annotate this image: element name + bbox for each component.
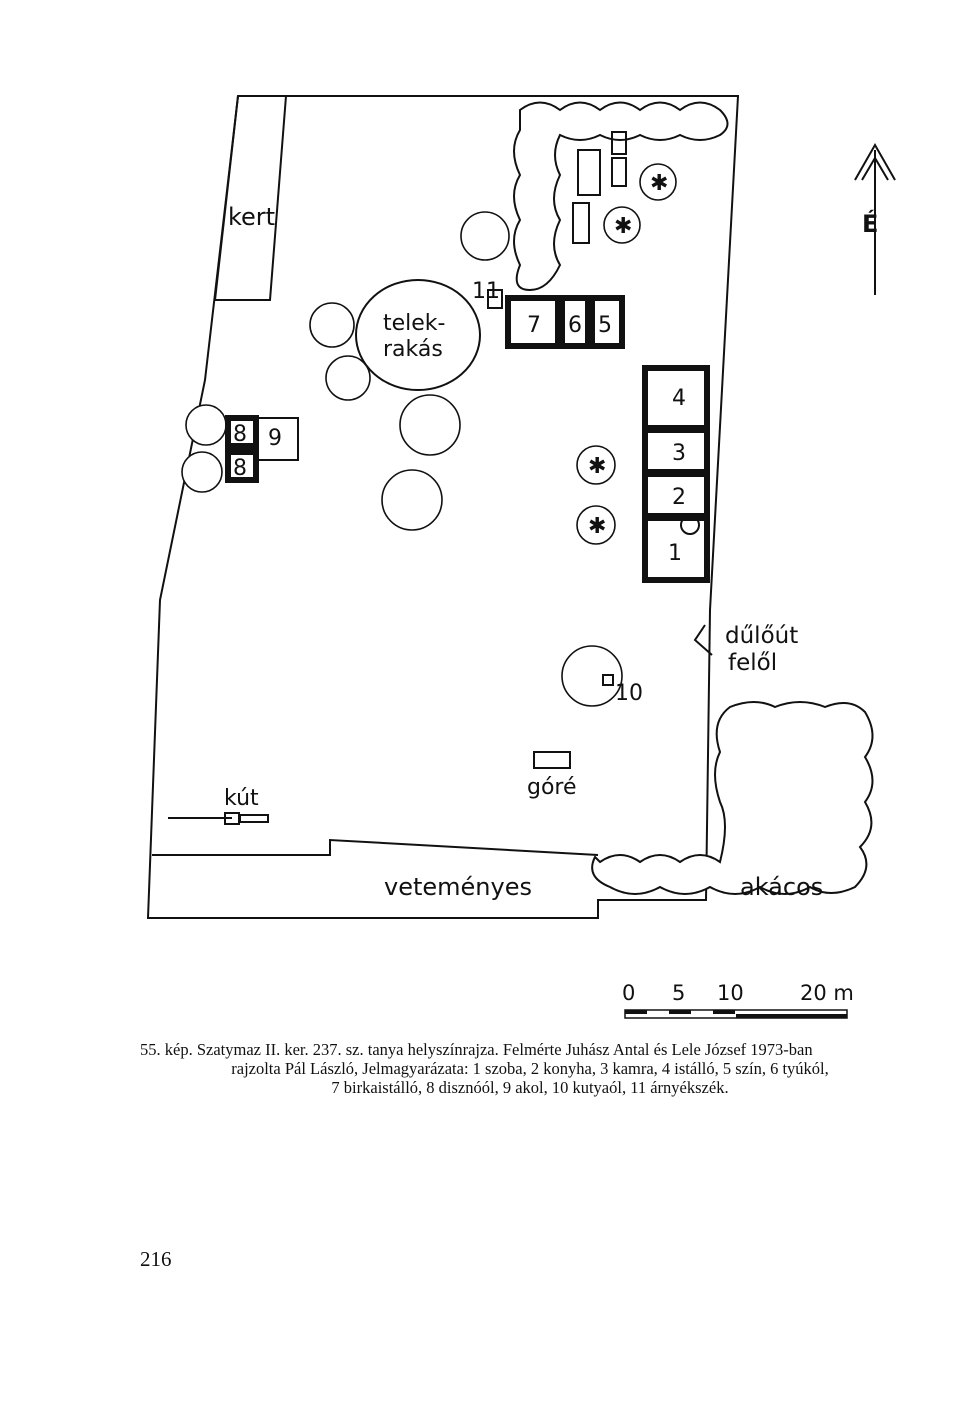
label-b11: 11: [472, 279, 500, 304]
label-b8a: 8: [233, 422, 247, 447]
vegetable-strip: [152, 838, 599, 856]
fruit-trees: ✱ ✱ ✱ ✱: [576, 163, 677, 545]
garden-strip: [213, 95, 288, 301]
label-telek-rakas-2: rakás: [383, 337, 443, 362]
building-11: [487, 289, 503, 309]
scale-0: 0: [622, 981, 635, 1005]
well-trough: [239, 814, 269, 823]
deciduous-trees: [181, 211, 623, 707]
label-akacos: akácos: [740, 873, 823, 901]
property-boundary: [146, 95, 740, 919]
caption-line-2: rajzolta Pál László, Jelmagyarázata: 1 s…: [231, 1059, 829, 1078]
label-b4: 4: [672, 386, 686, 411]
scale-20: 20 m: [800, 981, 854, 1005]
access-road-mark: [693, 624, 713, 656]
label-b10: 10: [615, 681, 643, 706]
oven-icon: [680, 515, 700, 535]
building-10: [602, 674, 614, 686]
building-6: [559, 295, 591, 349]
svg-text:✱: ✱: [588, 514, 606, 539]
figure-caption: 55. kép. Szatymaz II. ker. 237. sz. tany…: [140, 1040, 920, 1097]
site-plan: kert veteményes akácos dűlőút felől É ✱ …: [146, 95, 896, 1019]
north-arrow-head: [854, 142, 896, 181]
building-1: [642, 515, 710, 583]
label-kert: kert: [228, 203, 275, 231]
label-duloout-1: dűlőút: [725, 623, 798, 649]
label-b3: 3: [672, 441, 686, 466]
building-8a: [225, 415, 259, 449]
page-number: 216: [140, 1247, 172, 1271]
label-b5: 5: [598, 313, 612, 338]
north-arrow-head-inner: [861, 156, 889, 181]
label-vetemenyes: veteményes: [384, 873, 532, 901]
scale-5: 5: [672, 981, 685, 1005]
scale-10: 10: [717, 981, 744, 1005]
label-b8b: 8: [233, 456, 247, 481]
label-b6: 6: [568, 313, 582, 338]
building-7: [505, 295, 561, 349]
label-b1: 1: [668, 541, 682, 566]
svg-text:✱: ✱: [588, 454, 606, 479]
label-duloout-2: felől: [728, 650, 777, 676]
label-b2: 2: [672, 485, 686, 510]
label-gore: góré: [527, 775, 577, 800]
label-b9: 9: [268, 426, 282, 451]
svg-text:✱: ✱: [650, 171, 668, 196]
svg-text:✱: ✱: [614, 214, 632, 239]
north-label: É: [862, 209, 878, 238]
caption-line-1: 55. kép. Szatymaz II. ker. 237. sz. tany…: [140, 1040, 813, 1059]
building-8b: [225, 449, 259, 483]
label-telek-rakas-1: telek-: [383, 311, 446, 336]
label-kut: kút: [224, 786, 259, 811]
manure-heap: [355, 279, 481, 391]
corn-crib: [533, 751, 571, 769]
label-b7: 7: [527, 313, 541, 338]
caption-line-3: 7 birkaistálló, 8 disznóól, 9 akol, 10 k…: [331, 1078, 729, 1097]
hedge-top: [513, 101, 729, 292]
building-9: [257, 417, 299, 461]
building-5: [589, 295, 625, 349]
beehives: [572, 131, 627, 244]
acacia-grove: [591, 701, 874, 895]
